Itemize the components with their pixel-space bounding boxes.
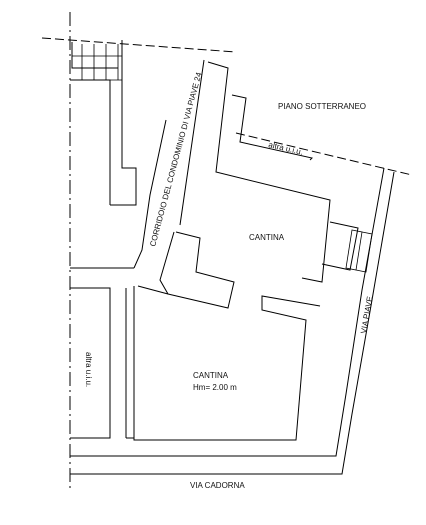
outer-walls [70,167,395,475]
label-height: Hm= 2.00 m [193,383,237,392]
label-corridoio: CORRIDOIO DEL CONDOMINIO DI VIA PIAVE 24 [148,71,203,248]
corridor-walls [133,59,331,309]
label-piano-sotterraneo: PIANO SOTTERRANEO [278,102,366,111]
label-altra-uiu-left: altra u.i.u. [84,352,93,387]
label-cantina-upper: CANTINA [249,233,285,242]
lower-cantina-walls [126,286,321,441]
label-altra-uiu-top: altra u.i.u. [268,140,304,157]
label-cantina-lower: CANTINA [193,371,229,380]
label-via-cadorna: VIA CADORNA [190,481,245,490]
property-boundaries [41,12,413,492]
left-walls [70,40,137,439]
label-via-piave: VIA PIAVE [359,296,374,335]
